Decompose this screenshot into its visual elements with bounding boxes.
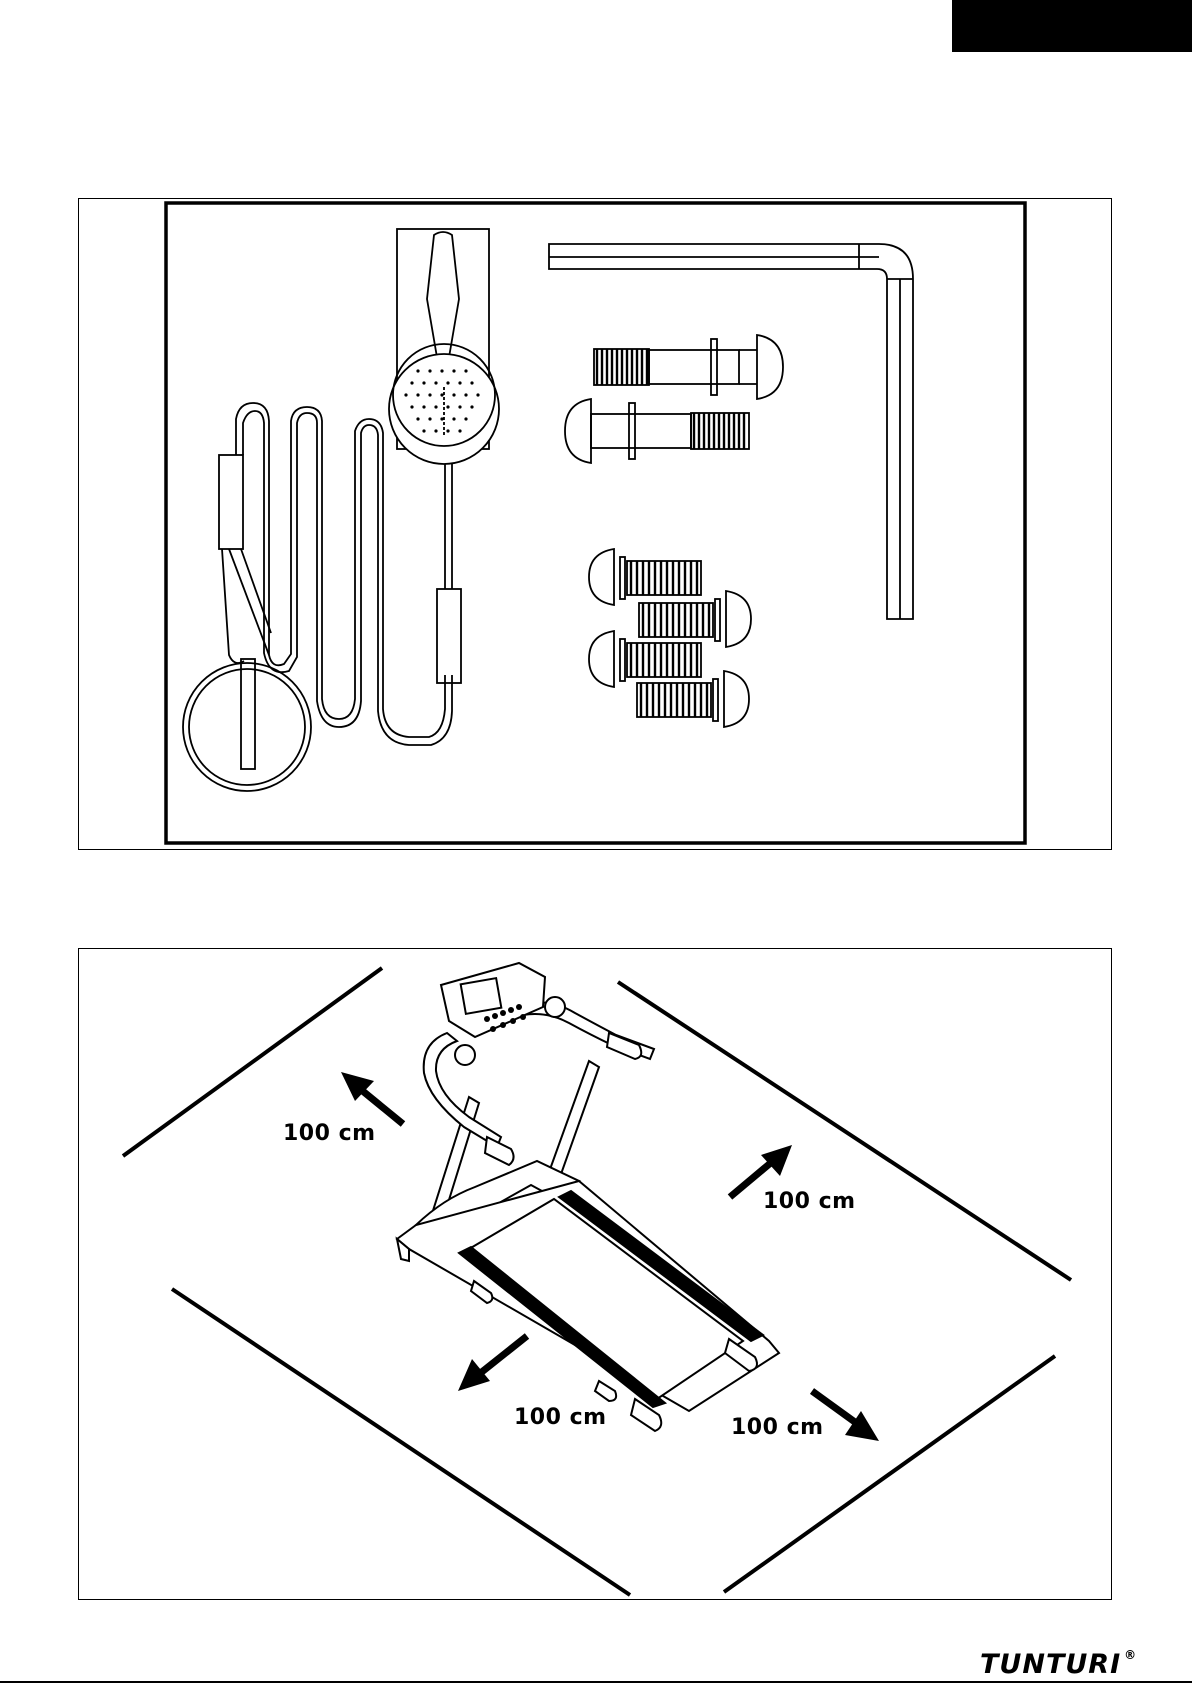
short-bolt-icon <box>589 549 751 727</box>
screwdriver-icon <box>389 229 499 464</box>
header-tab <box>952 0 1192 52</box>
clearance-illustration <box>79 949 1113 1601</box>
clearance-label-back-right: 100 cm <box>763 1189 856 1214</box>
parts-illustration <box>79 199 1113 851</box>
clearance-label-front-left: 100 cm <box>514 1405 607 1430</box>
allen-key-icon <box>549 244 913 619</box>
brand-name: TUNTURI <box>980 1649 1121 1680</box>
parts-panel <box>78 198 1112 850</box>
clearance-label-back-left: 100 cm <box>283 1121 376 1146</box>
treadmill-icon <box>397 963 779 1431</box>
safety-key-icon <box>183 403 461 791</box>
long-bolt-icon <box>565 335 783 463</box>
footer-rule <box>0 1681 1192 1683</box>
clearance-label-front-right: 100 cm <box>731 1415 824 1440</box>
registered-mark: ® <box>1124 1648 1137 1662</box>
clearance-panel: 100 cm 100 cm 100 cm 100 cm <box>78 948 1112 1600</box>
brand-logo: TUNTURI® <box>980 1648 1137 1680</box>
